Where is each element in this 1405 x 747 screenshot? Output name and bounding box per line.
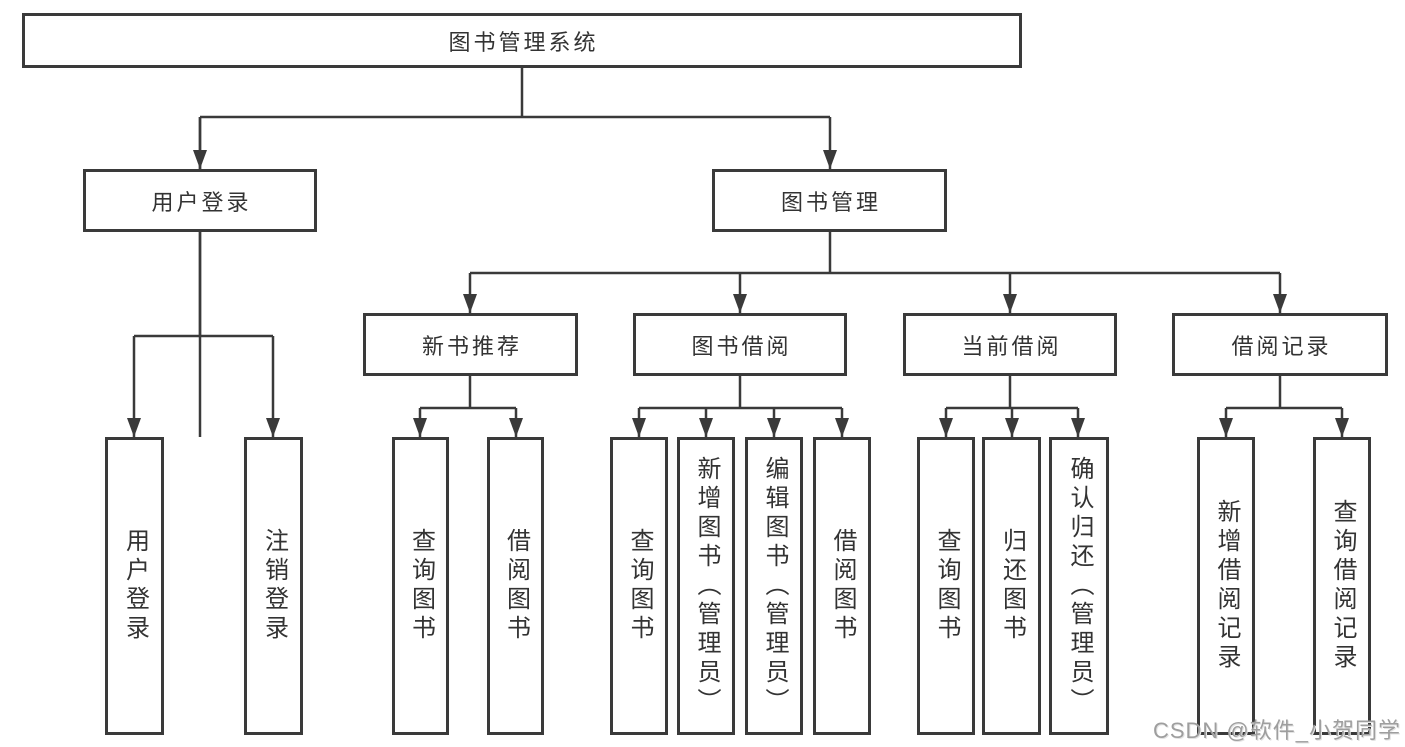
leaf-return-book: 归还图书 [982, 437, 1041, 735]
node-label: 新书推荐 [421, 333, 522, 359]
node-label: 查询图书 [626, 528, 653, 644]
node-label: 查询借阅记录 [1329, 499, 1356, 673]
leaf-add-borrow-record: 新增借阅记录 [1197, 437, 1255, 735]
node-label: 用户登录 [151, 189, 252, 215]
node-label: 确认归还（管理员） [1066, 455, 1093, 717]
node-borrow-records: 借阅记录 [1172, 313, 1388, 376]
leaf-confirm-return-admin: 确认归还（管理员） [1049, 437, 1109, 735]
node-book-management: 图书管理 [712, 169, 947, 232]
leaf-query-books-current: 查询图书 [917, 437, 975, 735]
node-label: 新增借阅记录 [1213, 499, 1240, 673]
node-new-book-recommend: 新书推荐 [363, 313, 578, 376]
node-label: 图书管理 [780, 189, 881, 215]
leaf-query-books-recommend: 查询图书 [392, 437, 449, 735]
node-label: 查询图书 [933, 528, 960, 644]
node-label: 查询图书 [407, 528, 435, 644]
leaf-edit-book-admin: 编辑图书（管理员） [745, 437, 803, 735]
leaf-add-book-admin: 新增图书（管理员） [677, 437, 735, 735]
node-label: 图书管理系统 [448, 29, 599, 55]
leaf-borrow-books: 借阅图书 [813, 437, 871, 735]
node-current-borrow: 当前借阅 [903, 313, 1117, 376]
csdn-watermark: CSDN @软件_小贺同学 [1152, 718, 1401, 743]
leaf-query-books-borrow: 查询图书 [610, 437, 668, 735]
node-label: 编辑图书（管理员） [761, 455, 788, 717]
node-book-borrow: 图书借阅 [633, 313, 847, 376]
leaf-user-login: 用户登录 [105, 437, 164, 735]
node-user-login: 用户登录 [83, 169, 317, 232]
leaf-borrow-books-recommend: 借阅图书 [487, 437, 544, 735]
node-label: 归还图书 [998, 528, 1026, 644]
connector-lines [132, 68, 1344, 437]
node-label: 图书借阅 [691, 333, 792, 359]
leaf-logout-login: 注销登录 [244, 437, 303, 735]
leaf-query-borrow-record: 查询借阅记录 [1313, 437, 1371, 735]
node-label: 注销登录 [260, 528, 288, 644]
node-label: 用户登录 [121, 528, 149, 644]
node-label: 借阅图书 [829, 528, 856, 644]
node-label: 当前借阅 [961, 333, 1062, 359]
node-label: 新增图书（管理员） [693, 455, 720, 717]
node-label: 借阅记录 [1231, 333, 1332, 359]
node-library-management-system: 图书管理系统 [22, 13, 1022, 68]
node-label: 借阅图书 [502, 528, 530, 644]
